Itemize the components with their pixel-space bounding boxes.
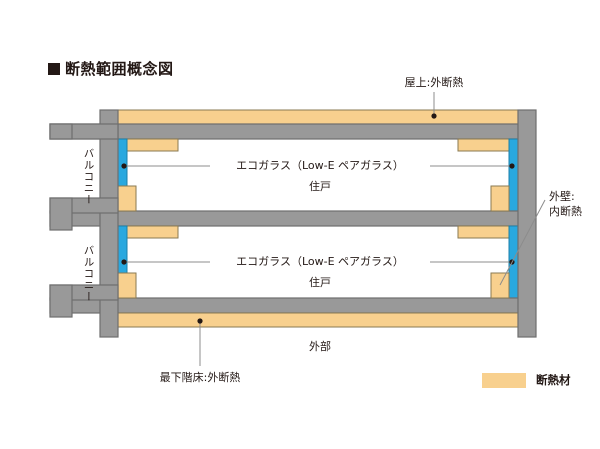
upper-glass-right [508,138,519,219]
title-bullet-icon [48,62,60,75]
upper-balcony-parapet [49,123,73,140]
wall-insulation-lower-right [490,272,510,299]
lower-balcony-assembly [49,284,119,318]
leader-upper-glass-left [121,163,210,169]
leader-roof [431,92,437,119]
leader-upper-glass-right [430,163,515,169]
leader-exterior-wall [499,199,546,286]
label-roof-insulation: 屋上:外断熱 [404,76,464,89]
lowest-floor-slab [49,297,533,314]
label-dwelling-upper: 住戸 [309,180,331,193]
label-exterior-wall-line2: 内断熱 [549,204,582,218]
label-exterior-wall-line1: 外壁: [549,190,575,203]
wall-insulation-upper-left [117,185,137,212]
page-title-text: 断熱範囲概念図 [65,60,174,78]
label-glass-upper: エコガラス（Low-E ペアガラス） [236,159,404,172]
label-exterior-wall: 外壁: 内断熱 [549,190,582,220]
leader-lowest-floor [197,318,203,366]
right-exterior-column [517,109,537,338]
legend-swatch-insulation [482,372,526,388]
label-exterior: 外部 [309,340,331,353]
label-glass-lower: エコガラス（Low-E ペアガラス） [236,255,404,268]
label-balcony-lower: バルコニー [82,245,95,303]
mid-balcony-assembly [49,197,119,231]
label-lowest-floor: 最下階床:外断熱 [159,371,241,384]
wall-insulation-upper-right [490,185,510,212]
lowest-floor-insulation [117,312,519,328]
roof-slab [49,123,533,140]
roof-insulation-layer [117,109,519,125]
leader-lower-glass-right [430,259,515,265]
left-exterior-column [99,109,119,338]
wall-insulation-lower-left [117,272,137,299]
label-dwelling-lower: 住戸 [309,276,331,289]
mid-floor-slab [49,210,533,227]
legend-label-insulation: 断熱材 [536,373,571,387]
label-balcony-upper: バルコニー [82,148,95,206]
leader-lower-glass-left [121,259,210,265]
legend: 断熱材 [482,372,571,388]
page-title: 断熱範囲概念図 [48,58,174,79]
